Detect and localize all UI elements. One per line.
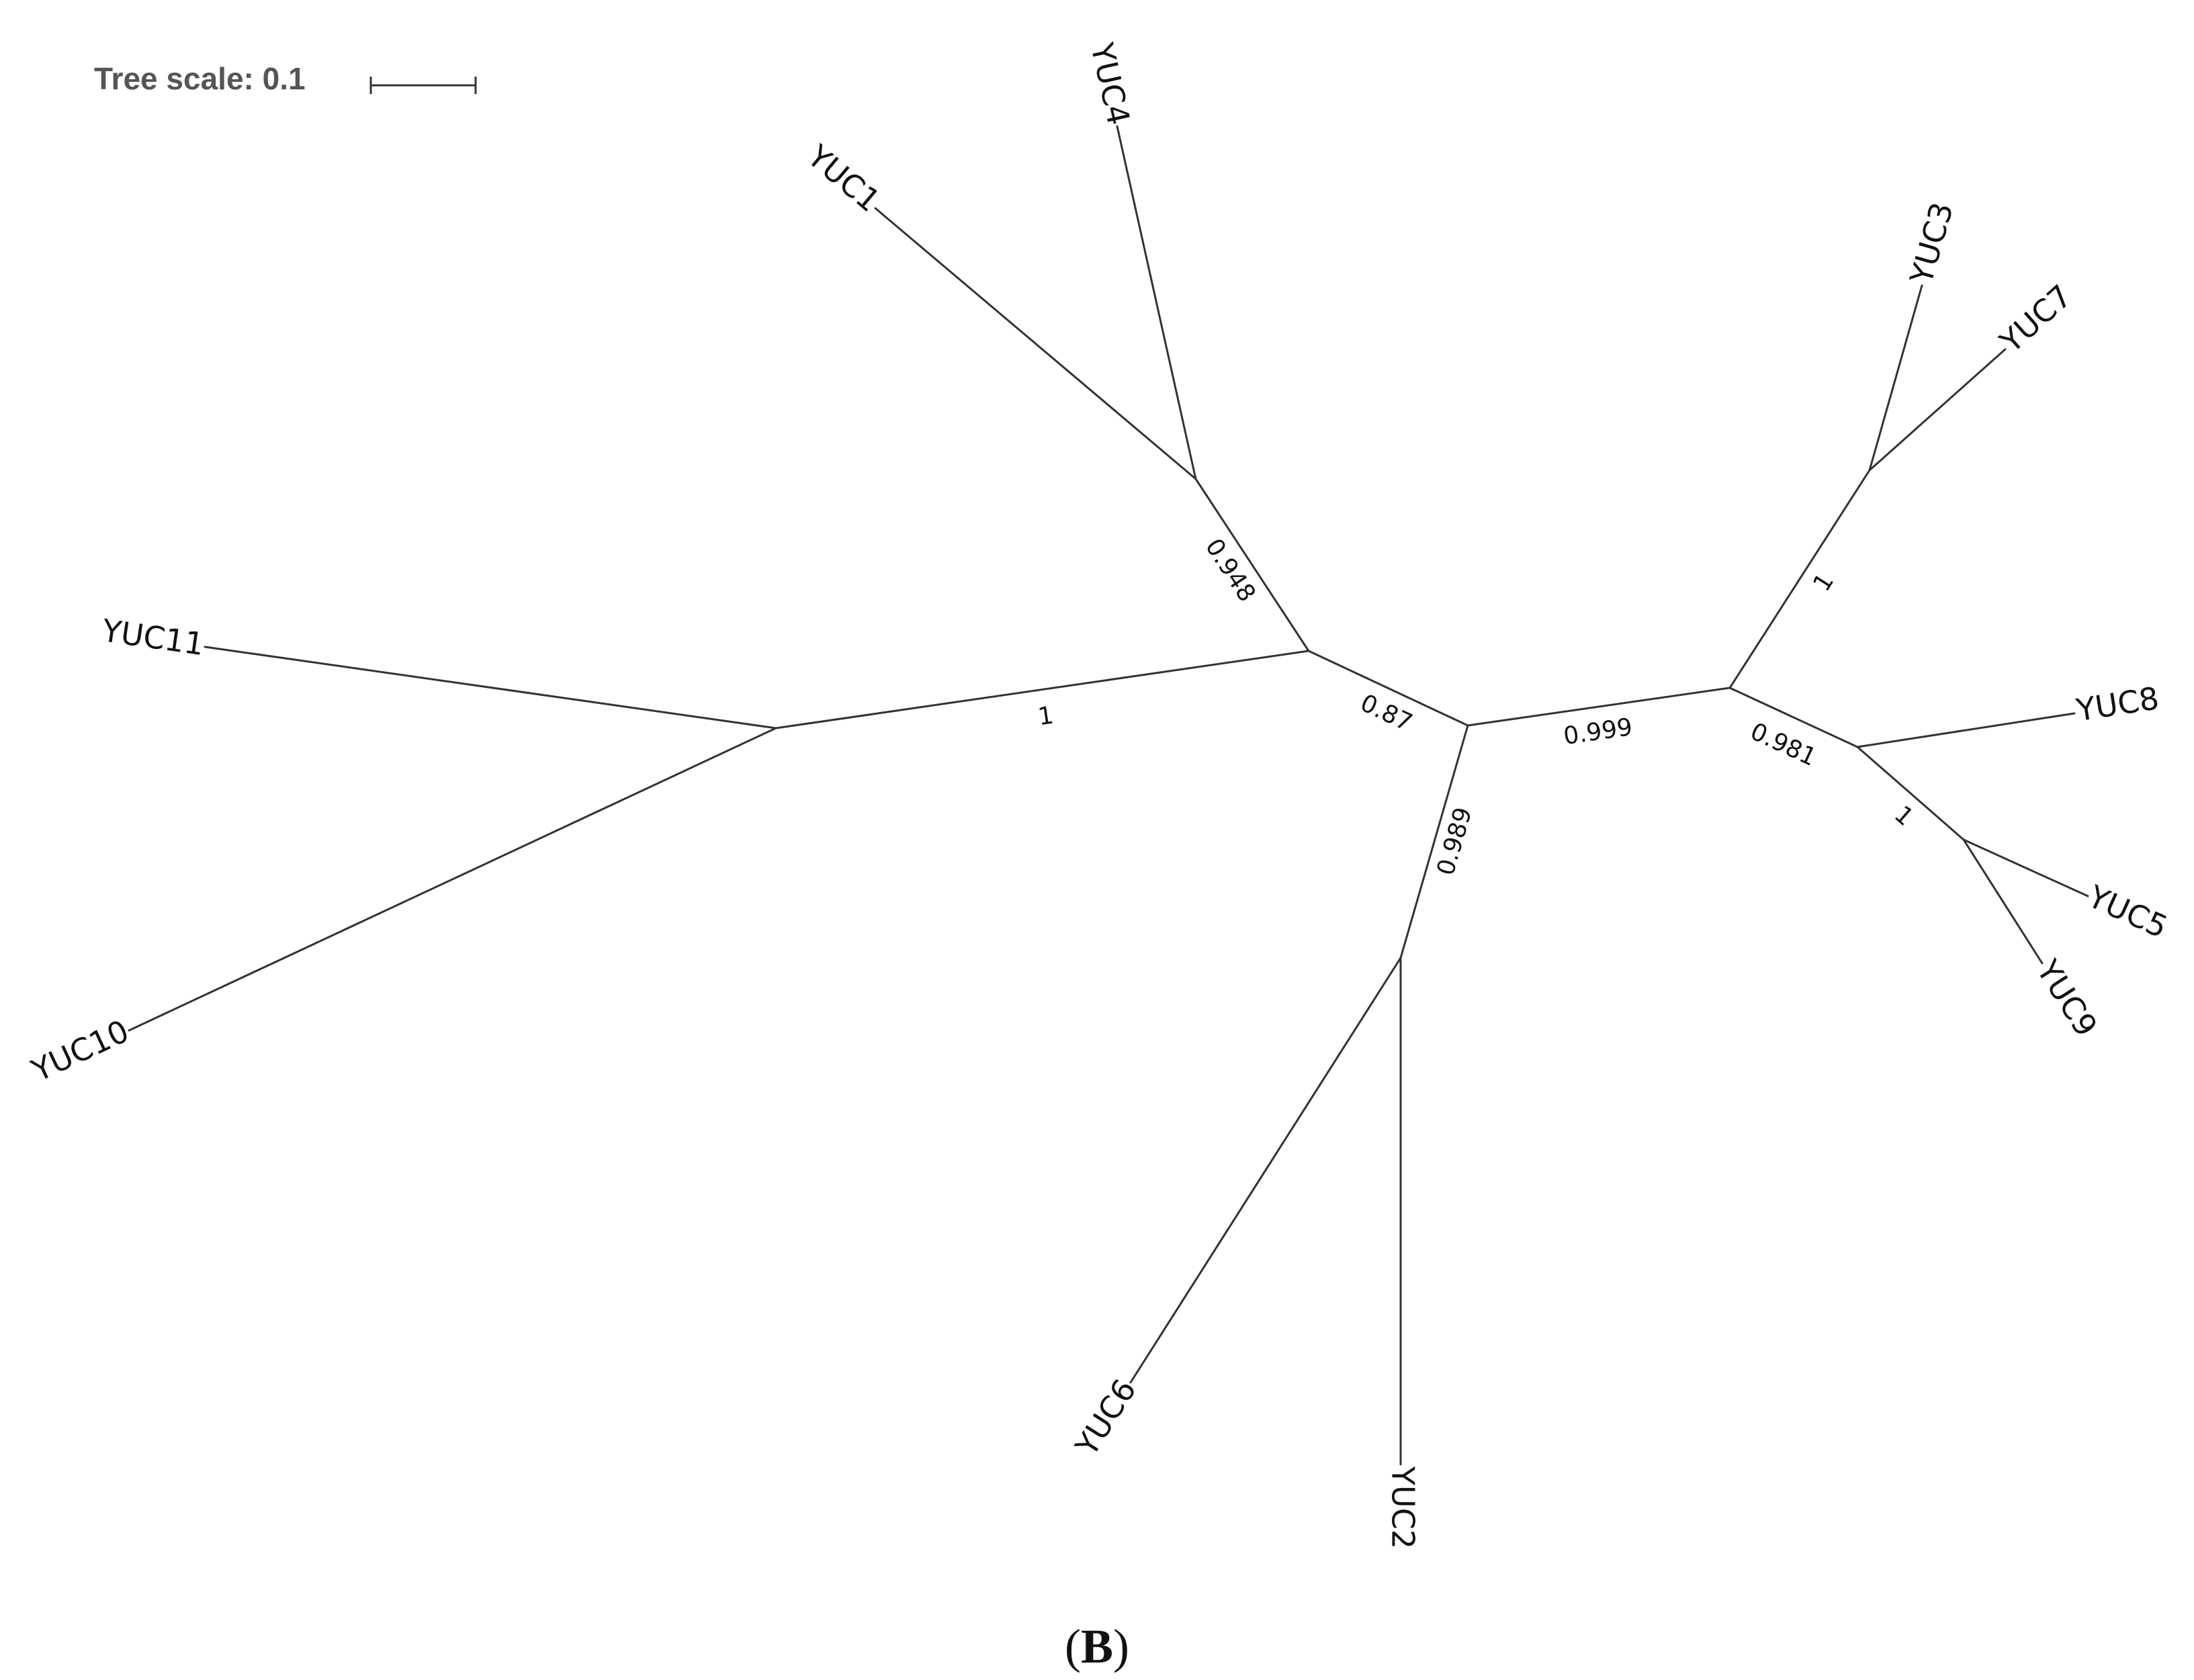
- branch-center-to-yuc2-yuc6: [1399, 724, 1469, 959]
- support-value-yuc2-yuc6-clade: 0.989: [1432, 804, 1478, 878]
- support-values: 0.948 1 0.87 0.999 1 0.981 1 0.989: [1036, 534, 1919, 879]
- branch-yuc8: [1856, 712, 2076, 748]
- branch-root-to-yuc10-yuc11: [775, 650, 1310, 730]
- branch-yuc11: [204, 646, 777, 730]
- support-value-yuc5-yuc9-clade: 1: [1889, 801, 1919, 832]
- leaf-label-yuc3: YUC3: [1902, 198, 1960, 288]
- leaf-label-yuc2: YUC2: [1385, 1466, 1421, 1549]
- tree-branches: [128, 125, 2089, 1466]
- panel-label-open-paren: (: [1065, 1620, 1081, 1673]
- branch-right-to-yuc3-yuc7: [1728, 469, 1871, 689]
- leaf-label-yuc10: YUC10: [26, 1012, 134, 1089]
- panel-label-close-paren: ): [1113, 1620, 1129, 1673]
- branch-yuc9: [1962, 838, 2044, 965]
- panel-label-letter: B: [1081, 1620, 1113, 1673]
- branch-yuc7: [1868, 348, 2007, 472]
- branch-right-to-yuc8-group: [1728, 687, 1859, 748]
- leaf-label-yuc11: YUC11: [99, 612, 206, 662]
- leaf-label-yuc9: YUC9: [2029, 953, 2105, 1043]
- support-value-yuc10-yuc11-clade: 1: [1036, 702, 1055, 732]
- leaf-label-yuc7: YUC7: [1992, 277, 2079, 360]
- branch-root-to-center: [1307, 650, 1469, 727]
- leaf-label-yuc4: YUC4: [1084, 39, 1137, 128]
- branch-to-yuc5-yuc9: [1856, 746, 1965, 841]
- leaf-label-yuc6: YUC6: [1068, 1373, 1143, 1463]
- branch-root-to-yuc1-yuc4: [1194, 478, 1310, 652]
- leaf-label-yuc1: YUC1: [800, 138, 887, 219]
- branch-yuc4: [1116, 125, 1197, 480]
- support-value-yuc1-yuc4-clade: 0.948: [1200, 534, 1261, 607]
- panel-label: (B): [1065, 1620, 1129, 1673]
- support-value-right-stem: 0.999: [1562, 713, 1634, 750]
- leaf-label-yuc5: YUC5: [2082, 878, 2173, 945]
- support-value-yuc3-yuc7-clade: 1: [1808, 568, 1839, 596]
- leaf-label-yuc8: YUC8: [2073, 680, 2161, 728]
- branch-yuc3: [1868, 284, 1923, 472]
- tree-scale-legend: Tree scale: 0.1: [94, 61, 477, 96]
- branch-yuc5: [1962, 838, 2089, 897]
- branch-yuc1: [874, 207, 1197, 480]
- branch-yuc6: [1129, 957, 1402, 1384]
- leaf-labels: YUC11 YUC10 YUC1 YUC4 YUC3 YUC7 YUC8 YUC…: [26, 39, 2173, 1549]
- tree-scale-label: Tree scale: 0.1: [94, 61, 306, 96]
- branch-yuc10: [128, 727, 777, 1032]
- branch-center-to-right-clade: [1466, 687, 1731, 727]
